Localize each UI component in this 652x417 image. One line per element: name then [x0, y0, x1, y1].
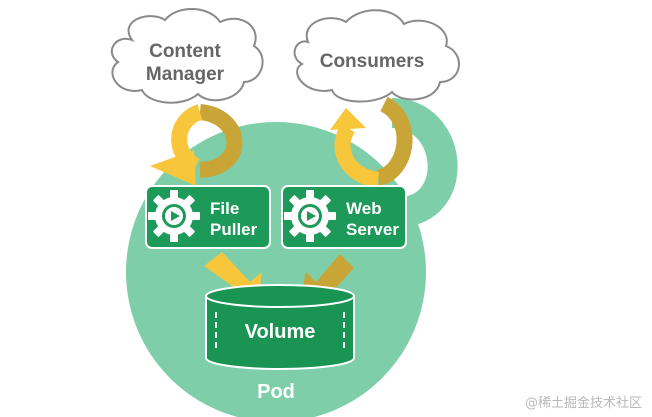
gear-icon [284, 190, 336, 242]
volume-label: Volume [245, 321, 316, 343]
watermark-text: @稀土掘金技术社区 [524, 396, 642, 411]
content-manager-label-line2: Manager [146, 64, 225, 85]
file-puller-container: File Puller [145, 185, 271, 249]
play-icon [307, 211, 316, 221]
file-puller-label-line2: Puller [210, 220, 258, 239]
consumers-loop-arrow [330, 96, 413, 188]
content-manager-label-line1: Content [149, 41, 221, 62]
consumers-cloud: Consumers [293, 9, 460, 103]
gear-icon [148, 190, 200, 242]
web-server-label-line1: Web [346, 199, 382, 218]
consumers-label: Consumers [320, 51, 425, 72]
web-server-label-line2: Server [346, 220, 399, 239]
file-puller-label-line1: File [210, 199, 239, 218]
play-icon [171, 211, 180, 221]
pod-label: Pod [257, 381, 295, 403]
volume: Volume [205, 284, 355, 370]
web-server-container: Web Server [281, 185, 407, 249]
content-manager-cloud: Content Manager [111, 7, 264, 104]
content-manager-loop-arrow [150, 104, 243, 186]
